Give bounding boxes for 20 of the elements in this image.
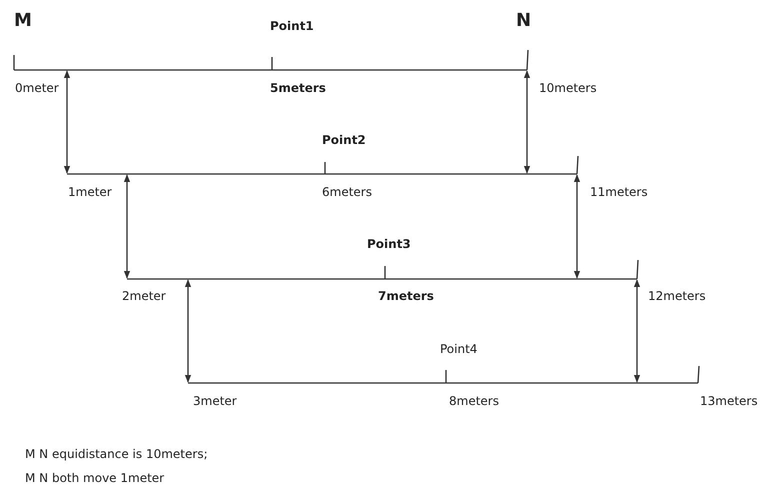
distance-label: 3meter <box>193 393 237 409</box>
point-label: Point1 <box>270 18 314 34</box>
distance-label: 8meters <box>449 393 499 409</box>
distance-label: 6meters <box>322 184 372 200</box>
distance-label: 5meters <box>270 80 326 96</box>
endpoint-label: N <box>516 10 532 32</box>
distance-label: 7meters <box>378 288 434 304</box>
distance-label: 11meters <box>590 184 648 200</box>
distance-label: 12meters <box>648 288 706 304</box>
distance-label: 2meter <box>122 288 166 304</box>
distance-label: 1meter <box>68 184 112 200</box>
point-label: Point4 <box>440 341 478 357</box>
distance-label: 0meter <box>15 80 59 96</box>
distance-label: 10meters <box>539 80 597 96</box>
note-text: M N both move 1meter <box>25 470 164 486</box>
distance-label: 13meters <box>700 393 758 409</box>
point-label: Point2 <box>322 132 366 148</box>
point-label: Point3 <box>367 236 411 252</box>
note-text: M N equidistance is 10meters; <box>25 446 208 462</box>
endpoint-label: M <box>14 10 32 32</box>
